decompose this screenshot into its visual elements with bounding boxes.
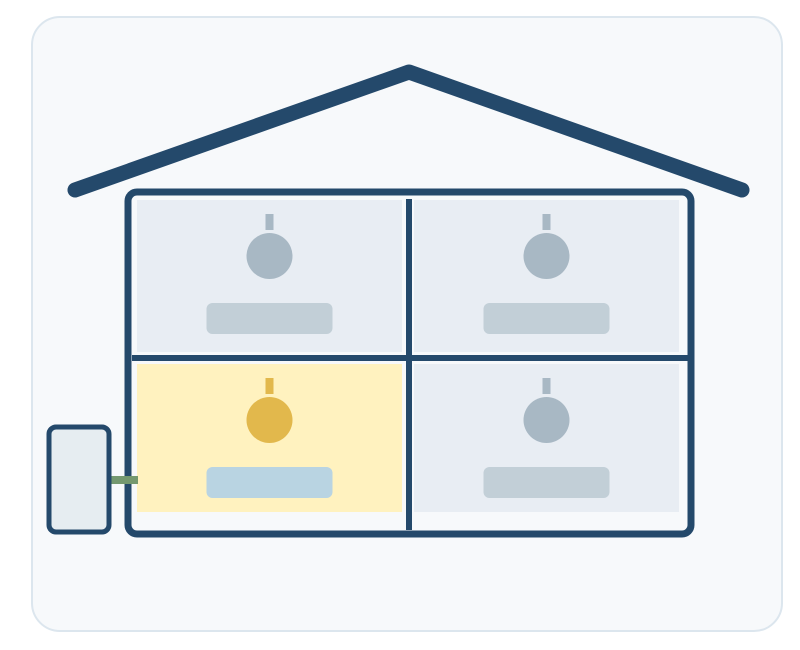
ceiling-fixture-cord — [265, 214, 274, 230]
light-bulb-icon[interactable] — [246, 233, 293, 279]
room-control-panel[interactable] — [206, 303, 333, 334]
room-bottom-left — [137, 364, 402, 512]
ceiling-fixture-cord — [542, 214, 551, 230]
house-walls — [124, 188, 695, 538]
room-control-panel[interactable] — [483, 467, 610, 498]
smart-hub-device[interactable] — [46, 424, 112, 535]
light-bulb-icon[interactable] — [246, 397, 293, 443]
light-bulb-icon[interactable] — [523, 233, 570, 279]
hub-connection-line — [110, 476, 138, 484]
house-roof — [67, 64, 750, 198]
ceiling-fixture-cord — [542, 378, 551, 394]
room-top-left — [137, 200, 402, 352]
room-control-panel[interactable] — [483, 303, 610, 334]
rooms-group — [137, 200, 679, 512]
light-bulb-icon[interactable] — [523, 397, 570, 443]
room-control-panel[interactable] — [206, 467, 333, 498]
room-bottom-right — [414, 364, 679, 512]
ceiling-fixture-cord — [265, 378, 274, 394]
room-top-right — [414, 200, 679, 352]
